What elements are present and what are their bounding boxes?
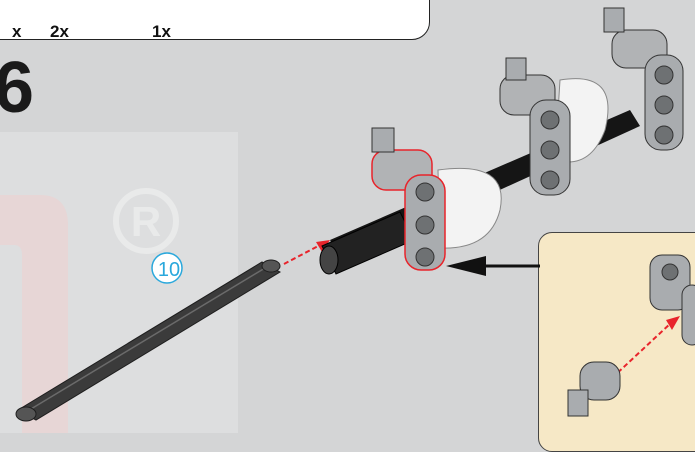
assembly-illustration — [0, 0, 695, 433]
instruction-page: R x 2x 1x 6 — [0, 0, 695, 433]
lego-axle-icon — [16, 260, 280, 421]
part-count-label: 10 — [151, 255, 187, 285]
callout-detail — [568, 255, 695, 416]
arrow-left-icon — [446, 256, 540, 276]
connector-bushing — [320, 212, 414, 274]
